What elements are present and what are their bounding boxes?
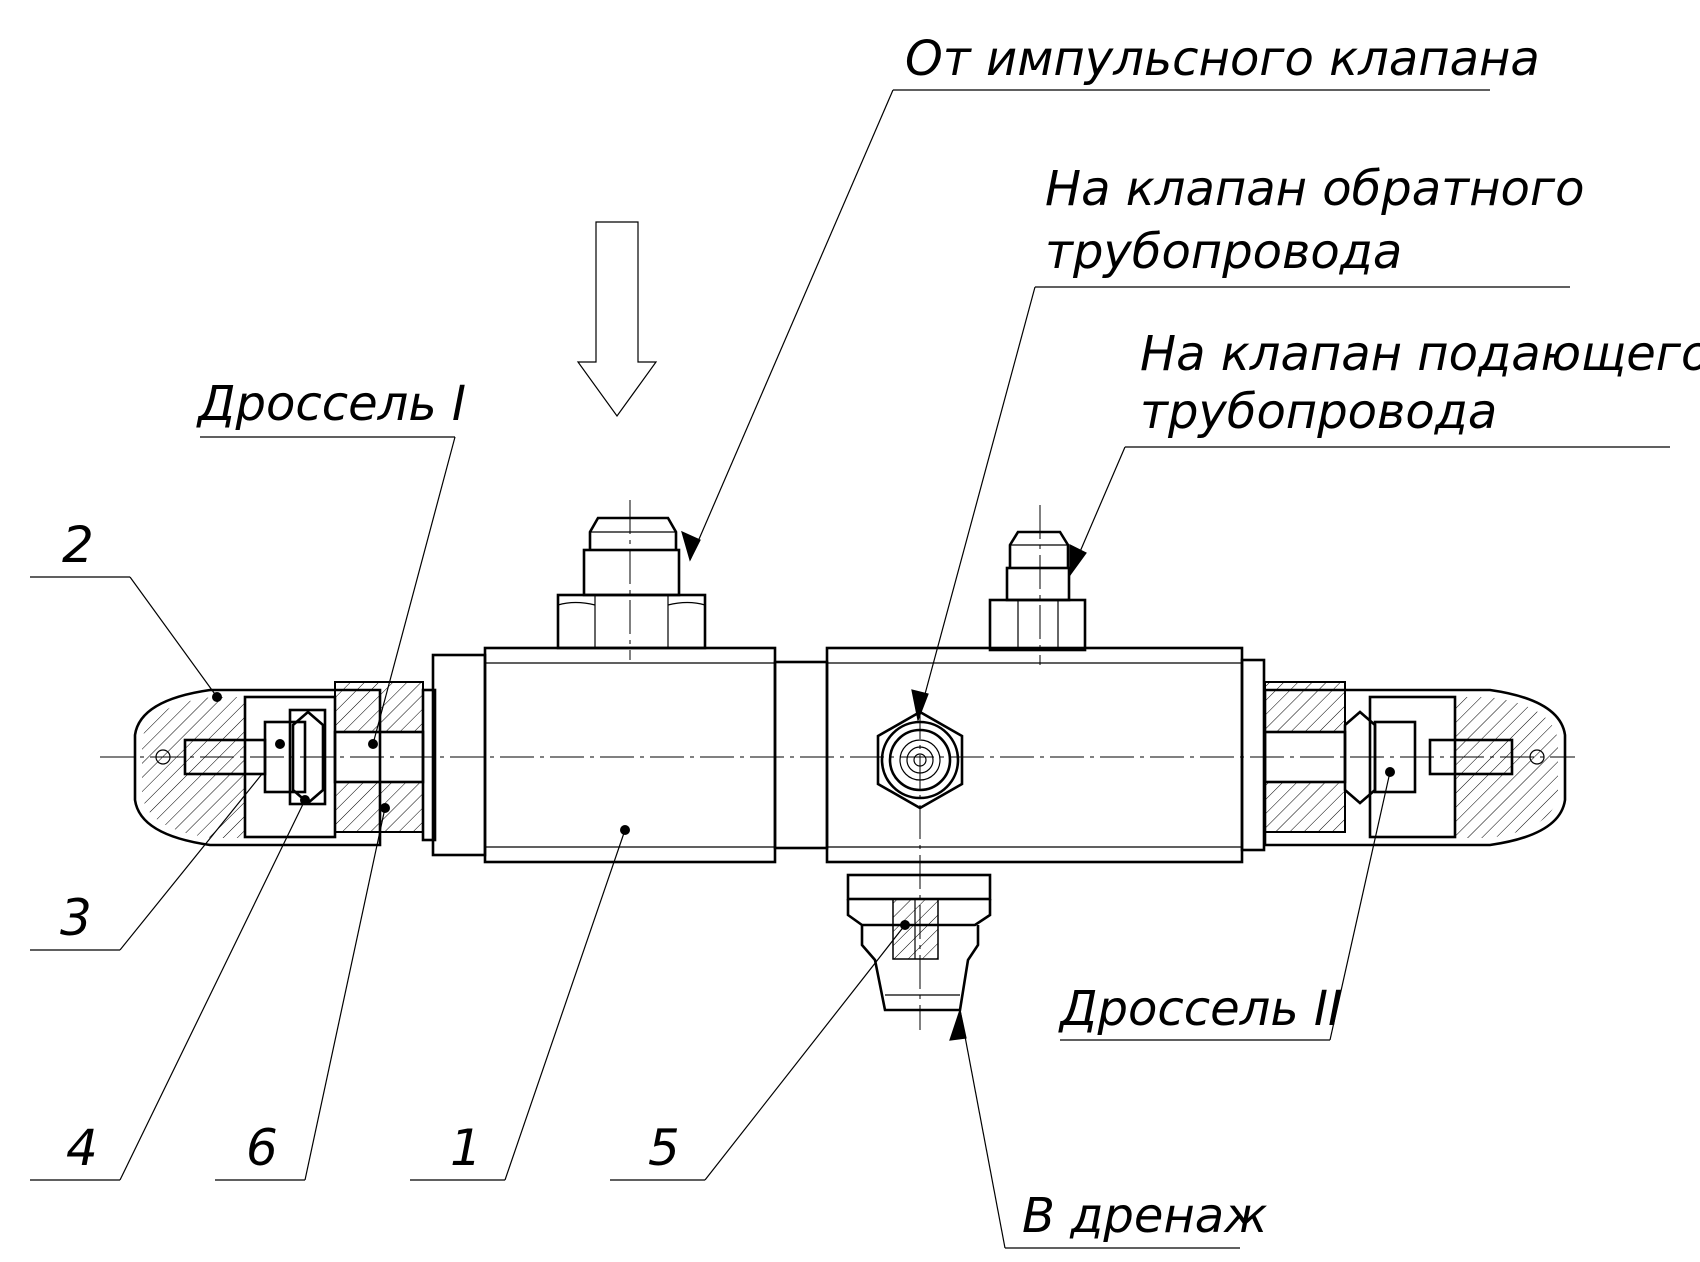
label-drain: В дренаж <box>1022 1188 1267 1244</box>
leader-lines <box>30 89 1670 1249</box>
supply-fitting <box>988 530 1087 652</box>
label-return-valve-1: На клапан обратного <box>1045 161 1584 217</box>
label-throttle-2: Дроссель II <box>1058 981 1342 1037</box>
part-number-1: 1 <box>450 1119 482 1177</box>
label-supply-valve-2: трубопровода <box>1140 384 1497 440</box>
part-number-6: 6 <box>246 1119 278 1177</box>
drain-fitting <box>846 873 992 1012</box>
return-port <box>876 710 964 810</box>
throttle-2-assembly <box>1263 681 1567 847</box>
part-number-4: 4 <box>66 1119 98 1177</box>
throttle-1-assembly <box>133 681 437 847</box>
valve-body <box>431 646 1266 864</box>
label-impulse-valve: От импульсного клапана <box>905 31 1540 87</box>
part-number-3: 3 <box>60 889 92 947</box>
label-return-valve-2: трубопровода <box>1045 224 1402 280</box>
flow-arrow-icon <box>576 221 658 418</box>
part-number-5: 5 <box>648 1119 680 1177</box>
label-supply-valve-1: На клапан подающего <box>1140 326 1700 382</box>
part-number-2: 2 <box>62 516 94 574</box>
impulse-fitting <box>556 516 707 650</box>
label-throttle-1: Дроссель I <box>196 376 466 432</box>
